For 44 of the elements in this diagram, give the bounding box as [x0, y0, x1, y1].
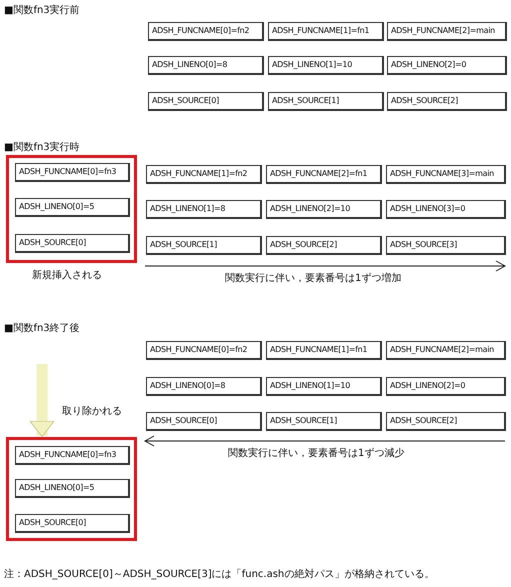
arrow — [29, 364, 55, 437]
array-element-box: ADSH_LINENO[0]=5 — [15, 479, 130, 498]
array-element-box: ADSH_FUNCNAME[0]=fn3 — [15, 163, 130, 182]
array-element-box: ADSH_FUNCNAME[2]=fn1 — [266, 165, 382, 184]
array-element-box: ADSH_SOURCE[2] — [266, 236, 382, 255]
array-element-box: ADSH_LINENO[0]=5 — [15, 198, 130, 217]
array-element-box: ADSH_FUNCNAME[2]=main — [387, 22, 507, 41]
array-element-box: ADSH_LINENO[1]=10 — [266, 377, 382, 396]
array-element-box: ADSH_FUNCNAME[1]=fn2 — [146, 165, 262, 184]
array-element-box: ADSH_SOURCE[1] — [266, 412, 382, 431]
array-element-box: ADSH_LINENO[2]=0 — [387, 56, 507, 75]
array-element-box: ADSH_FUNCNAME[0]=fn2 — [148, 22, 264, 41]
section-heading: ■関数fn3実行前 — [4, 4, 80, 17]
array-element-box: ADSH_SOURCE[1] — [268, 92, 384, 111]
array-element-box: ADSH_SOURCE[2] — [387, 92, 507, 111]
array-element-box: ADSH_SOURCE[0] — [148, 92, 264, 111]
array-element-box: ADSH_FUNCNAME[0]=fn3 — [15, 446, 130, 465]
note-text: 関数実行に伴い，要素番号は1ずつ減少 — [228, 446, 404, 460]
array-element-box: ADSH_LINENO[0]=8 — [146, 377, 262, 396]
array-element-box: ADSH_FUNCNAME[1]=fn1 — [268, 22, 384, 41]
array-element-box: ADSH_LINENO[1]=8 — [146, 200, 262, 219]
array-element-box: ADSH_LINENO[1]=10 — [268, 56, 384, 75]
footnote-text: 注：ADSH_SOURCE[0]～ADSH_SOURCE[3]には「func.ashの絶対パス」が格納されている。 — [4, 568, 434, 581]
array-element-box: ADSH_FUNCNAME[1]=fn1 — [266, 341, 382, 360]
array-element-box: ADSH_FUNCNAME[3]=main — [386, 165, 506, 184]
array-element-box: ADSH_SOURCE[3] — [386, 236, 506, 255]
array-element-box: ADSH_SOURCE[1] — [146, 236, 262, 255]
section-heading: ■関数fn3終了後 — [4, 322, 80, 335]
array-element-box: ADSH_LINENO[2]=0 — [386, 377, 506, 396]
section-heading: ■関数fn3実行時 — [4, 140, 80, 154]
highlight-frame — [6, 437, 137, 541]
highlight-frame — [6, 155, 137, 263]
caption-text: 取り除かれる — [62, 405, 122, 418]
array-element-box: ADSH_FUNCNAME[2]=main — [386, 341, 506, 360]
array-element-box: ADSH_FUNCNAME[0]=fn2 — [146, 341, 262, 360]
array-element-box: ADSH_LINENO[0]=8 — [148, 56, 264, 75]
caption-text: 新規挿入される — [32, 268, 102, 282]
note-text: 関数実行に伴い，要素番号は1ずつ増加 — [225, 272, 402, 285]
array-element-box: ADSH_LINENO[2]=10 — [266, 200, 382, 219]
array-element-box: ADSH_SOURCE[2] — [386, 412, 506, 431]
array-element-box: ADSH_LINENO[3]=0 — [386, 200, 506, 219]
array-element-box: ADSH_SOURCE[0] — [15, 234, 130, 253]
array-element-box: ADSH_SOURCE[0] — [15, 514, 130, 533]
array-element-box: ADSH_SOURCE[0] — [146, 412, 262, 431]
